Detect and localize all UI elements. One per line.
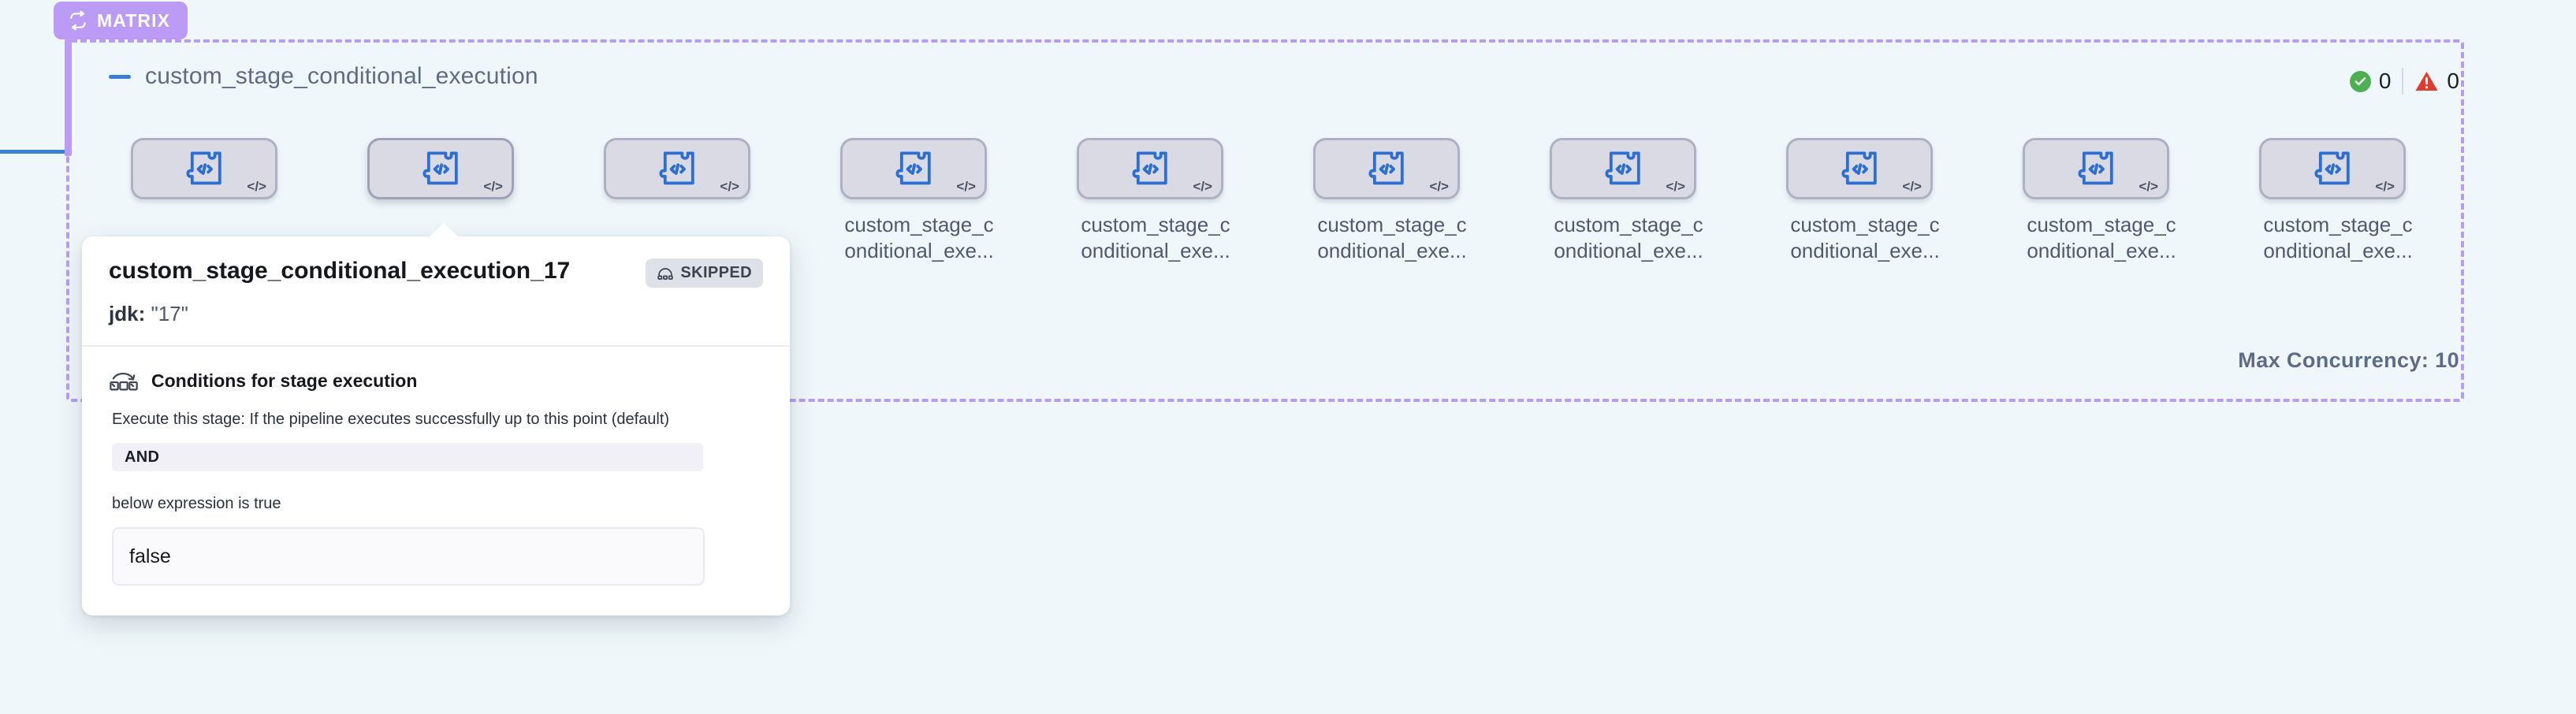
stage-node-card[interactable]: </> [604, 138, 750, 199]
matrix-left-edge [65, 39, 72, 156]
stage-node-label: custom_stage_conditional_exe... [2263, 213, 2413, 263]
plugin-code-icon [1366, 148, 1407, 189]
skip-over-boxes-icon [109, 367, 139, 394]
stage-node-label: custom_stage_conditional_exe... [1554, 213, 1703, 263]
page-title: custom_stage_conditional_execution [145, 63, 538, 89]
warning-count: 0 [2447, 69, 2459, 93]
matrix-node-3[interactable]: </> [604, 138, 761, 212]
matrix-node-6[interactable]: </> custom_stage_conditional_exe... [1313, 138, 1471, 265]
stage-node-card[interactable]: </> [2023, 138, 2169, 199]
matrix-container [66, 39, 2464, 402]
plugin-code-icon [2075, 148, 2116, 189]
matrix-badge-label: MATRIX [97, 9, 171, 31]
matrix-node-9[interactable]: </> custom_stage_conditional_exe... [2023, 138, 2180, 265]
code-badge-icon: </> [956, 179, 976, 194]
matrix-badge[interactable]: MATRIX [54, 2, 188, 39]
success-counter: 0 [2349, 69, 2392, 93]
plugin-code-icon [657, 148, 698, 189]
plugin-code-icon [1130, 148, 1171, 189]
minus-collapse-icon[interactable] [109, 74, 131, 79]
matrix-node-8[interactable]: </> custom_stage_conditional_exe... [1786, 138, 1944, 265]
stage-group-header[interactable]: custom_stage_conditional_execution [109, 63, 538, 90]
skip-arc-icon [657, 266, 674, 280]
incoming-connector-line [0, 150, 71, 154]
tooltip-arrow [429, 223, 459, 237]
max-concurrency-label: Max Concurrency: 10 [2238, 348, 2459, 372]
matrix-parameter: jdk: "17" [109, 302, 763, 326]
status-counters: 0 0 [2349, 68, 2459, 95]
loop-repeat-icon [68, 10, 88, 31]
stage-node-card[interactable]: </> [1077, 138, 1223, 199]
plugin-code-icon [1603, 148, 1644, 189]
stage-node-label: custom_stage_conditional_exe... [2027, 213, 2176, 263]
matrix-node-1[interactable]: </> [131, 138, 288, 212]
counter-divider [2402, 68, 2404, 95]
code-badge-icon: </> [1193, 179, 1212, 194]
stage-node-label: custom_stage_conditional_exe... [1081, 213, 1230, 263]
matrix-node-5[interactable]: </> custom_stage_conditional_exe... [1077, 138, 1234, 265]
success-count: 0 [2378, 69, 2392, 93]
stage-node-card[interactable]: </> [131, 138, 277, 199]
plugin-code-icon [2312, 148, 2353, 189]
expression-value: false [129, 545, 171, 567]
conditions-description: Execute this stage: If the pipeline exec… [112, 411, 670, 428]
matrix-node-4[interactable]: </> custom_stage_conditional_exe... [840, 138, 998, 265]
code-badge-icon: </> [2375, 179, 2395, 194]
code-badge-icon: </> [247, 179, 266, 194]
check-circle-icon [2349, 70, 2371, 92]
condition-operator-pill: AND [112, 443, 703, 471]
plugin-code-icon [1839, 148, 1880, 189]
code-badge-icon: </> [483, 179, 503, 194]
status-badge: SKIPPED [646, 258, 763, 288]
stage-detail-tooltip: custom_stage_conditional_execution_17 SK… [82, 223, 790, 615]
expression-label: below expression is true [112, 495, 281, 512]
stage-node-label: custom_stage_conditional_exe... [1790, 213, 1940, 263]
code-badge-icon: </> [1902, 179, 1922, 194]
plugin-code-icon [893, 148, 934, 189]
tooltip-divider [82, 345, 790, 347]
condition-operator: AND [125, 448, 160, 466]
stage-node-card[interactable]: </> [1313, 138, 1460, 199]
code-badge-icon: </> [720, 179, 739, 194]
status-badge-label: SKIPPED [680, 264, 752, 281]
plugin-code-icon [420, 148, 461, 189]
matrix-node-2[interactable]: </> [367, 138, 525, 212]
tooltip-header: custom_stage_conditional_execution_17 SK… [82, 236, 790, 345]
stage-node-card[interactable]: </> [2259, 138, 2406, 199]
stage-node-label: custom_stage_conditional_exe... [844, 213, 994, 263]
code-badge-icon: </> [2139, 179, 2158, 194]
stage-node-card[interactable]: </> [840, 138, 987, 199]
warning-counter: 0 [2414, 70, 2459, 92]
code-badge-icon: </> [1666, 179, 1685, 194]
expression-box: false [112, 527, 705, 586]
code-badge-icon: </> [1429, 179, 1449, 194]
stage-node-card[interactable]: </> [1550, 138, 1696, 199]
stage-node-label: custom_stage_conditional_exe... [1317, 213, 1467, 263]
stage-node-card[interactable]: </> [367, 138, 514, 199]
matrix-parameter-value: "17" [151, 302, 188, 325]
matrix-node-10[interactable]: </> custom_stage_conditional_exe... [2259, 138, 2417, 265]
tooltip-conditions-section: Conditions for stage execution Execute t… [82, 347, 790, 615]
stage-node-card[interactable]: </> [1786, 138, 1933, 199]
matrix-node-7[interactable]: </> custom_stage_conditional_exe... [1550, 138, 1707, 265]
matrix-parameter-key: jdk: [109, 302, 146, 325]
conditions-heading: Conditions for stage execution [151, 370, 418, 391]
warning-triangle-icon [2414, 70, 2439, 92]
tooltip-title: custom_stage_conditional_execution_17 [109, 258, 571, 284]
plugin-code-icon [184, 148, 225, 189]
